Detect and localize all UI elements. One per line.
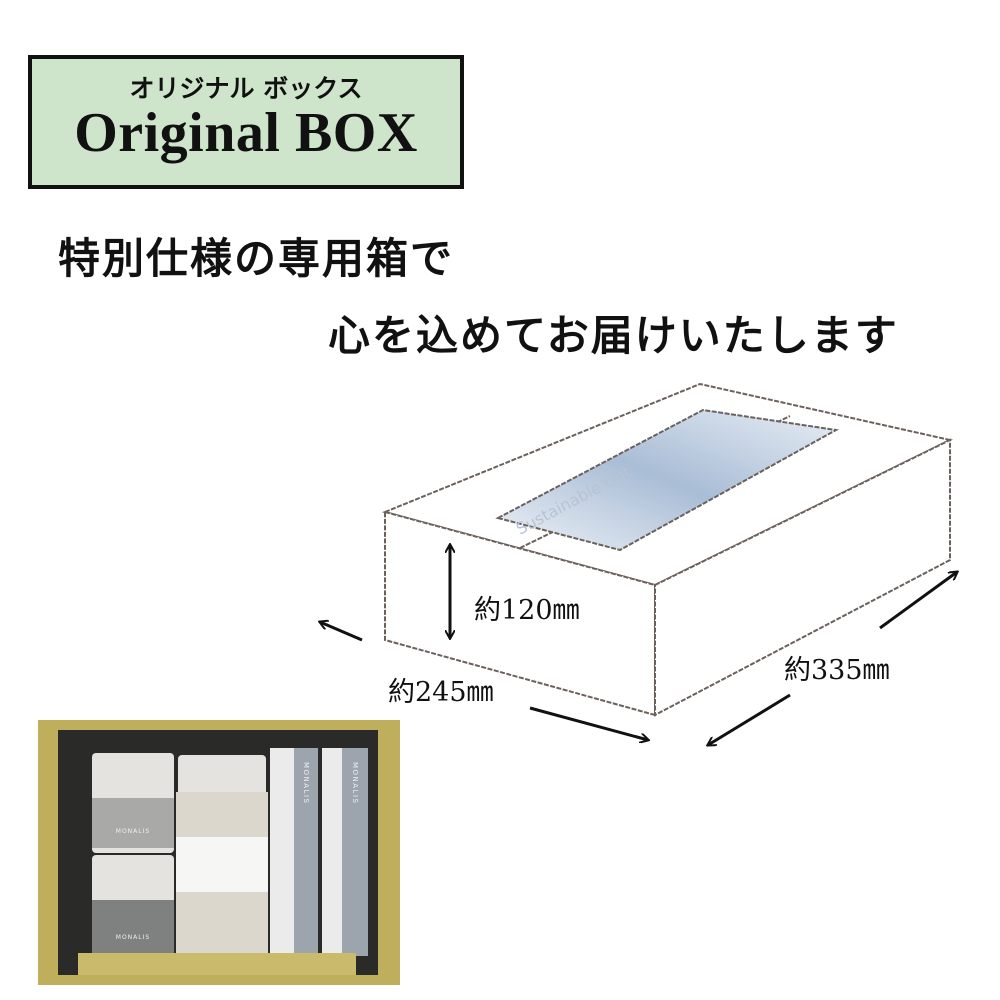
roll-band: MONALIS — [92, 900, 174, 955]
box-contents-photo: MONALIS MONALIS MONALIS MONALIS — [38, 720, 400, 985]
product-box-2: MONALIS — [322, 748, 368, 956]
badge-title: Original BOX — [74, 102, 418, 164]
length-dimension: 約335㎜ — [784, 655, 890, 686]
original-box-badge: オリジナル ボックス Original BOX — [28, 55, 464, 189]
brand-label: MONALIS — [302, 762, 310, 805]
product-box-1: MONALIS — [270, 748, 318, 956]
roll-top: MONALIS — [92, 753, 174, 853]
headline-line1: 特別仕様の専用箱で — [58, 234, 455, 283]
box-stripe: MONALIS — [294, 748, 318, 956]
width-dimension: 約245㎜ — [388, 677, 494, 708]
brand-label: MONALIS — [115, 934, 151, 941]
length-arrow-left — [708, 693, 791, 745]
length-arrow-right — [879, 572, 957, 630]
roll-bottom: MONALIS — [92, 855, 174, 955]
box-interior: MONALIS MONALIS MONALIS MONALIS — [58, 730, 378, 975]
box-stripe: MONALIS — [342, 748, 368, 956]
width-arrow-right — [529, 706, 648, 740]
box-label — [495, 408, 840, 552]
height-dimension: 約120㎜ — [474, 595, 580, 626]
width-arrow-left — [320, 622, 363, 642]
roll-band: MONALIS — [92, 798, 174, 848]
box-floor — [78, 953, 356, 975]
brand-label: MONALIS — [351, 762, 359, 805]
towel — [176, 792, 268, 955]
brand-label: MONALIS — [115, 828, 151, 835]
box-side-face — [654, 438, 951, 717]
headline-line2: 心を込めてお届けいたします — [328, 311, 899, 360]
towel-band — [176, 837, 268, 892]
badge-subtitle: オリジナル ボックス — [129, 74, 363, 103]
